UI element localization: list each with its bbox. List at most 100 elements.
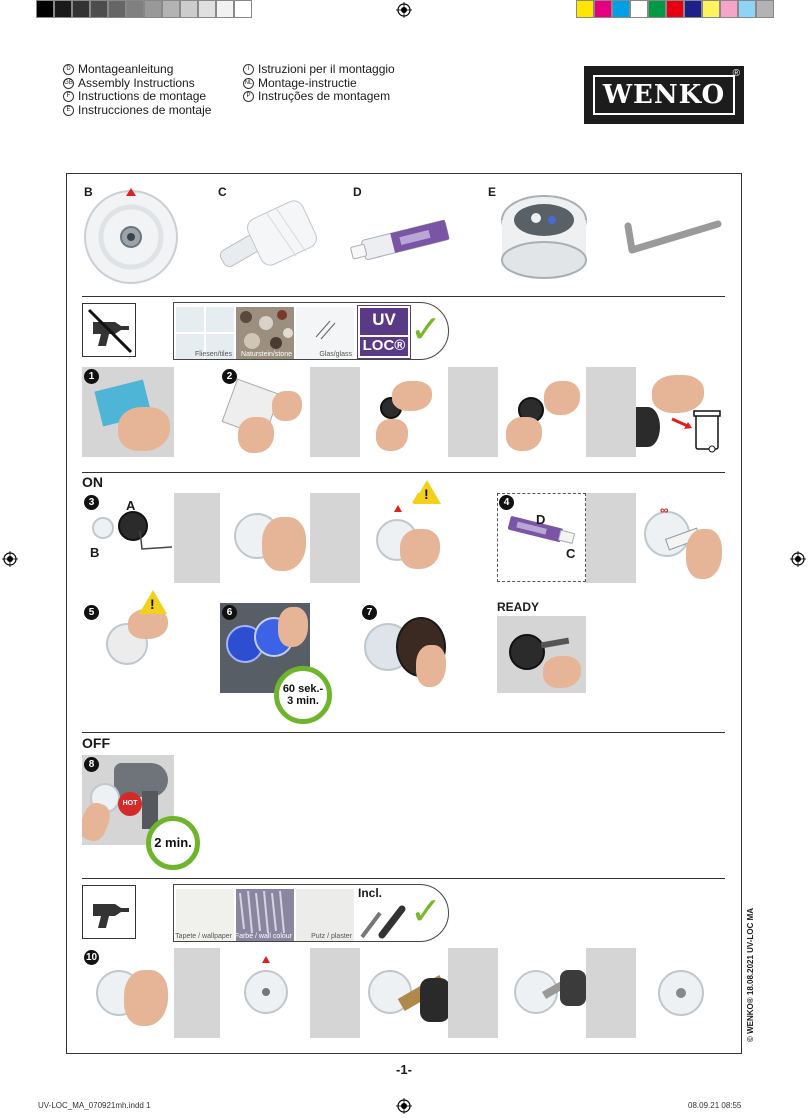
divider bbox=[82, 296, 725, 297]
grey-spacer bbox=[586, 948, 636, 1038]
grey-spacer bbox=[586, 493, 636, 583]
footer-file-info: UV-LOC_MA_070921mh.indd 1 bbox=[38, 1101, 151, 1110]
ready-image bbox=[497, 616, 586, 693]
grey-spacer bbox=[310, 367, 360, 457]
hook-body bbox=[118, 511, 148, 541]
mounting-plate bbox=[514, 970, 558, 1014]
plaster-caption: Putz / plaster bbox=[311, 933, 352, 940]
cure-time-badge: 60 sek.- 3 min. bbox=[274, 666, 332, 724]
language-code: P bbox=[243, 91, 254, 103]
language-code: E bbox=[63, 105, 74, 117]
step-4a-image: D C bbox=[497, 493, 586, 582]
hand bbox=[392, 381, 432, 411]
tile-surface-swatch: Fliesen/tiles bbox=[176, 307, 234, 359]
hand bbox=[238, 417, 274, 453]
step-number-3: 3 bbox=[84, 495, 99, 510]
step-2b-image bbox=[360, 367, 448, 457]
hand bbox=[506, 417, 542, 451]
label-a: A bbox=[126, 498, 136, 513]
calibration-swatch bbox=[162, 0, 180, 18]
calibration-swatch bbox=[756, 0, 774, 18]
plaster-surface-swatch: Putz / plaster bbox=[296, 889, 354, 941]
calibration-swatch bbox=[684, 0, 702, 18]
language-title: Instrucciones de montaje bbox=[78, 102, 212, 117]
step-3b-image bbox=[220, 493, 310, 583]
part-label-c: C bbox=[218, 185, 227, 199]
calibration-swatch bbox=[702, 0, 720, 18]
warning-exclamation-icon: ! bbox=[424, 486, 429, 502]
hand bbox=[544, 381, 580, 415]
mounting-plate bbox=[92, 517, 114, 539]
uv-badge-top: UV bbox=[372, 310, 396, 329]
hand bbox=[686, 529, 722, 579]
divider bbox=[82, 472, 725, 473]
language-code: I bbox=[243, 64, 254, 76]
step-5-image bbox=[82, 603, 174, 693]
warning-exclamation-icon: ! bbox=[150, 596, 155, 612]
step-number-7: 7 bbox=[362, 605, 377, 620]
step-4b-image: ∞ bbox=[636, 493, 724, 583]
hook-arm bbox=[540, 637, 570, 649]
hand bbox=[124, 970, 168, 1026]
uv-glue-tube-d-image bbox=[350, 219, 450, 260]
step-10b-image bbox=[220, 948, 310, 1038]
language-code: D bbox=[63, 64, 74, 76]
hand bbox=[128, 609, 168, 639]
language-title: Montage-instructie bbox=[258, 75, 357, 90]
hand bbox=[278, 607, 308, 647]
step-number-5: 5 bbox=[84, 605, 99, 620]
hair-dryer-handle bbox=[142, 791, 158, 829]
hand bbox=[118, 407, 170, 451]
uv-surfaces-panel: Fliesen/tiles Naturstein/stone Glas/glas… bbox=[173, 302, 449, 360]
color-calibration-bar bbox=[576, 0, 774, 18]
calibration-swatch bbox=[36, 0, 54, 18]
infinity-icon: ∞ bbox=[660, 503, 669, 517]
hook-body bbox=[509, 634, 545, 670]
step-7-image bbox=[360, 603, 448, 693]
glass-surface-swatch: Glas/glass bbox=[296, 307, 354, 359]
language-code: F bbox=[63, 91, 74, 103]
tiles-caption: Fliesen/tiles bbox=[195, 351, 232, 358]
grey-spacer bbox=[310, 948, 360, 1038]
hand bbox=[652, 375, 704, 413]
registration-mark-icon bbox=[396, 2, 412, 18]
grey-spacer bbox=[448, 367, 498, 457]
grey-calibration-bar bbox=[36, 0, 252, 18]
hot-badge: HOT bbox=[118, 792, 142, 816]
warning-triangle-icon bbox=[139, 590, 167, 614]
step-2d-image bbox=[636, 367, 724, 457]
step-number-10: 10 bbox=[84, 950, 99, 965]
stone-surface-swatch: Naturstein/stone bbox=[236, 307, 294, 359]
language-title: Instructions de montage bbox=[78, 89, 207, 104]
calibration-swatch bbox=[720, 0, 738, 18]
calibration-swatch bbox=[648, 0, 666, 18]
language-item: E Instrucciones de montaje bbox=[63, 102, 212, 118]
part-label-b: B bbox=[84, 185, 93, 199]
step-10d-image bbox=[498, 948, 586, 1038]
language-title: Assembly Instructions bbox=[78, 75, 195, 90]
step-2c-image bbox=[498, 367, 586, 457]
page-number: -1- bbox=[396, 1062, 412, 1077]
calibration-swatch bbox=[108, 0, 126, 18]
step-number-2: 2 bbox=[222, 369, 237, 384]
wenko-logo: WENKO ® bbox=[584, 66, 744, 124]
instruction-frame bbox=[66, 173, 742, 1054]
tiles-pattern bbox=[176, 307, 234, 359]
calibration-swatch bbox=[54, 0, 72, 18]
wallpaper-caption: Tapete / wallpaper bbox=[175, 933, 232, 940]
screw-and-dowel-icon bbox=[360, 905, 406, 939]
label-d: D bbox=[536, 512, 546, 527]
wall-colour-surface-swatch: Farbe / wall colour bbox=[235, 889, 294, 941]
calibration-swatch bbox=[594, 0, 612, 18]
mounting-plate-b-image bbox=[84, 188, 178, 284]
hand bbox=[376, 419, 408, 451]
allen-key-small bbox=[139, 530, 173, 550]
applicator-cap-c-image bbox=[219, 200, 317, 268]
calibration-swatch bbox=[198, 0, 216, 18]
glue-tube-image bbox=[508, 516, 576, 544]
warning-triangle-icon bbox=[413, 480, 441, 504]
heat-time-badge: 2 min. bbox=[146, 816, 200, 870]
